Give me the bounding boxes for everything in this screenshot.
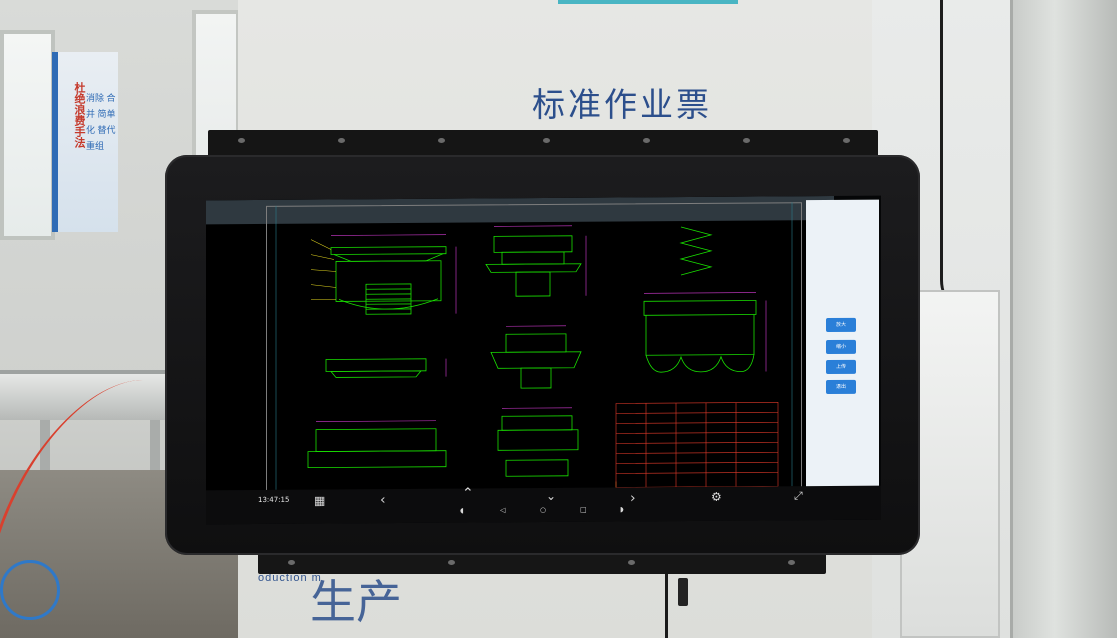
screw-hole [643, 138, 650, 143]
board-bottom-small-text: oduction m [258, 572, 322, 584]
cad-title-block [615, 402, 779, 488]
cad-part-outline [333, 253, 444, 262]
cad-part-outline [325, 358, 427, 372]
screw-hole [338, 138, 345, 143]
screw-hole [843, 138, 850, 143]
lean-banner: 杜绝浪费手法 消除 合并 简单化 替代 重组 [52, 52, 118, 232]
cad-spring-coils [366, 288, 411, 310]
cad-part-outline [330, 370, 422, 378]
cad-part-outline [645, 354, 755, 373]
banner-lines-text: 消除 合并 简单化 替代 重组 [86, 93, 116, 151]
chevron-up-icon[interactable]: ⌃ [462, 485, 474, 502]
cad-leader-lines [310, 239, 337, 300]
board-title: 标准作业票 [532, 85, 712, 124]
left-window [0, 30, 55, 240]
zoom-out-button[interactable]: 缩小 [826, 339, 856, 355]
screw-hole [543, 138, 550, 143]
cad-part-outline [315, 428, 437, 452]
cad-frame-lines [275, 202, 793, 490]
screw-hole [288, 560, 295, 565]
cable-plug [678, 578, 688, 606]
clock: 13:47:15 [258, 495, 290, 504]
chevron-right-icon[interactable]: › [630, 490, 636, 507]
volume-up-icon[interactable]: ◗ [620, 505, 624, 514]
upload-button[interactable]: 上传 [826, 359, 856, 375]
cad-title-block-grid [645, 402, 737, 488]
black-cable [940, 0, 980, 320]
cad-spring [679, 226, 713, 276]
screw-hole [238, 138, 245, 143]
screw-hole [448, 560, 455, 565]
cad-part-outline [307, 450, 447, 469]
cad-dimension-lines [316, 225, 756, 422]
board-top-strip [558, 0, 738, 4]
cad-part-outline [501, 415, 573, 431]
settings-icon[interactable]: ⚙ [711, 489, 722, 504]
cad-part-outline [643, 300, 757, 316]
screw-hole [628, 560, 635, 565]
recents-icon[interactable]: □ [580, 505, 587, 514]
volume-down-icon[interactable]: ◖ [460, 506, 464, 515]
cad-part-outline [501, 251, 565, 265]
cad-drawing-viewer[interactable] [206, 195, 834, 496]
screw-hole [743, 138, 750, 143]
blue-cable [0, 560, 60, 620]
power-cable [665, 572, 668, 638]
screw-hole [788, 560, 795, 565]
cabinet [1010, 0, 1117, 638]
back-icon[interactable]: ◁ [500, 506, 506, 515]
exit-button[interactable]: 退出 [826, 379, 856, 395]
board-bottom-big-text: 生产 [310, 576, 402, 628]
fullscreen-icon[interactable]: ⤢ [794, 489, 803, 503]
cad-part-outline [505, 333, 567, 353]
monitor-screen: 放大 缩小 上传 退出 13:47:15 ▦ ‹ ⌃ ⌄ › ⚙ ⤢ ◖ ◁ ○… [206, 195, 881, 525]
cad-drawing [275, 202, 793, 490]
cad-part-outline [485, 263, 582, 273]
cad-part-outline [338, 298, 439, 310]
cad-part-outline [335, 260, 442, 302]
cad-part-outline [645, 314, 755, 356]
banner-vertical-text: 杜绝浪费手法 [73, 82, 85, 148]
cad-dimension-lines [445, 235, 767, 377]
chevron-left-icon[interactable]: ‹ [380, 492, 386, 509]
cad-part-outline [493, 235, 573, 253]
cad-part-outline [497, 429, 579, 451]
cad-part-outline [520, 367, 552, 389]
cad-part-outline [490, 351, 582, 369]
cad-title-block-grid [616, 412, 778, 474]
screw-hole [438, 138, 445, 143]
chevron-down-icon[interactable]: ⌄ [546, 488, 557, 503]
apps-icon[interactable]: ▦ [314, 493, 326, 508]
zoom-in-button[interactable]: 放大 [826, 317, 856, 333]
cad-part-outline [515, 271, 551, 297]
cad-part-outline [505, 459, 569, 477]
side-button-panel: 放大 缩小 上传 退出 [806, 199, 879, 493]
home-icon[interactable]: ○ [540, 505, 547, 515]
bottom-navigation-bar: 13:47:15 ▦ ‹ ⌃ ⌄ › ⚙ ⤢ ◖ ◁ ○ □ ◗ [206, 485, 881, 525]
cad-part-outline [330, 246, 447, 255]
